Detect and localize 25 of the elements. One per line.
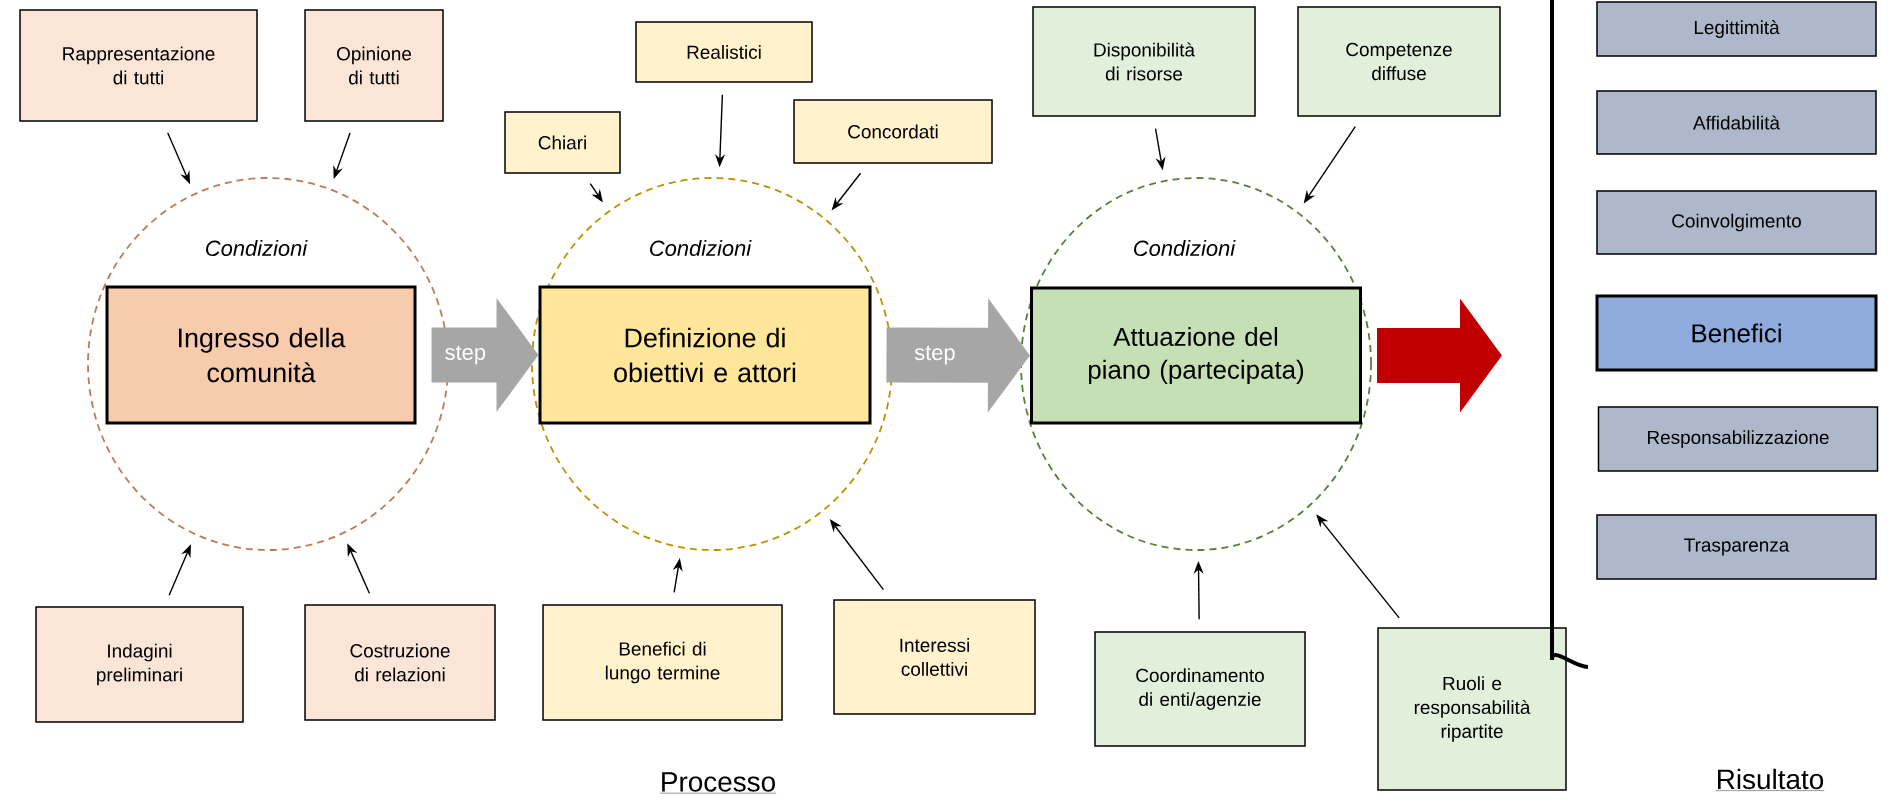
result-box: Legittimità [1596, 1, 1877, 57]
result-box: Affidabilità [1596, 90, 1877, 155]
result-box: Responsabilizzazione [1597, 406, 1879, 472]
condition-box: Benefici di lungo termine [542, 604, 783, 721]
stage-box: Attuazione del piano (partecipata) [1030, 286, 1362, 425]
condition-box: Rappresentazione di tutti [19, 9, 258, 122]
edge-label: step [914, 345, 955, 365]
result-box: Coinvolgimento [1596, 190, 1877, 255]
condition-box: Costruzione di relazioni [304, 604, 496, 721]
condition-box: Chiari [504, 111, 621, 174]
condition-box: Disponibilità di risorse [1032, 6, 1256, 117]
condition-box: Competenze diffuse [1297, 6, 1501, 117]
condition-box: Concordati [793, 99, 993, 164]
condition-box: Interessi collettivi [833, 599, 1036, 715]
condition-box: Coordinamento di enti/agenzie [1094, 631, 1306, 747]
condition-box: Indagini preliminari [35, 606, 244, 723]
stage-box: Ingresso della comunità [105, 285, 417, 425]
condition-box: Opinione di tutti [304, 9, 444, 122]
result-box: Benefici [1595, 294, 1878, 372]
section-heading: Risultato [1715, 768, 1825, 791]
condition-box: Realistici [635, 21, 813, 83]
stage-box: Definizione di obiettivi e attori [538, 285, 872, 425]
result-box: Trasparenza [1596, 514, 1877, 580]
section-heading: Processo [659, 772, 777, 794]
condition-box: Ruoli e responsabilità ripartite [1377, 627, 1567, 791]
